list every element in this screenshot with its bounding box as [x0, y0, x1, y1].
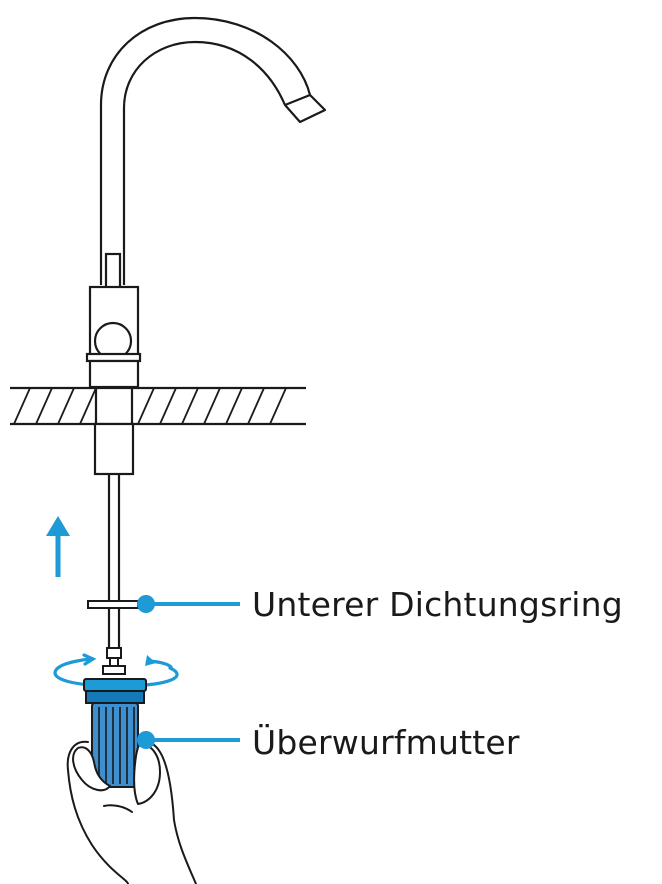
union-nut — [83, 678, 147, 788]
lower-seal-ring — [87, 600, 139, 609]
up-arrow-icon — [46, 516, 70, 577]
faucet-body — [85, 285, 142, 389]
threaded-rod — [107, 474, 121, 648]
faucet-shank — [93, 422, 135, 476]
union-nut-label: Überwurfmutter — [252, 723, 520, 762]
hand-fingers — [72, 743, 161, 813]
faucet-spout — [99, 16, 327, 285]
callout-union-nut — [137, 731, 240, 749]
countertop — [10, 386, 306, 426]
seal-ring-label: Unterer Dichtungsring — [252, 585, 623, 624]
callout-seal-ring — [137, 595, 240, 613]
rotation-arrows-icon — [53, 653, 179, 688]
rod-connector — [102, 647, 126, 675]
